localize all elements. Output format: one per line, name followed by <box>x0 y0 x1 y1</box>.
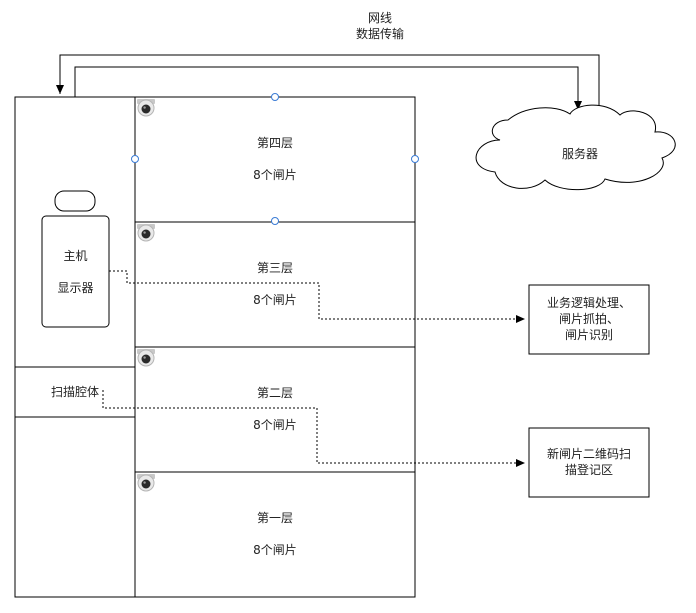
floor-1-count: 8个闸片 <box>253 543 297 557</box>
server-cloud <box>475 104 676 191</box>
scanner-label: 扫描腔体 <box>50 385 99 399</box>
register-line2: 描登记区 <box>564 463 613 477</box>
selection-handle[interactable] <box>271 217 279 225</box>
host-label-line1: 主机 <box>63 249 88 263</box>
floor-3-name: 第三层 <box>256 261 293 275</box>
logic-line1: 业务逻辑处理、 <box>546 296 631 310</box>
network-cable-to-host <box>56 54 600 110</box>
selection-handle[interactable] <box>271 93 279 101</box>
selection-handle[interactable] <box>411 155 419 163</box>
connector-host-to-logic <box>109 270 525 323</box>
camera-icon <box>135 97 157 119</box>
scanner-cavity-box <box>14 366 136 418</box>
register-line1: 新闸片二维码扫 <box>546 447 631 461</box>
network-cable-to-server <box>74 66 582 110</box>
floor-4-count: 8个闸片 <box>253 168 297 182</box>
camera-icon <box>135 222 157 244</box>
logic-box-text: 业务逻辑处理、 闸片抓拍、 闸片识别 <box>529 295 649 343</box>
floor-2-count: 8个闸片 <box>253 418 297 432</box>
cabinet-frame <box>14 96 136 598</box>
connector-scanner-to-register <box>102 390 525 467</box>
camera-icon <box>135 472 157 494</box>
logic-line3: 闸片识别 <box>564 328 613 342</box>
host-label-line2: 显示器 <box>57 281 94 295</box>
network-label-line1: 网线 <box>367 11 392 25</box>
selection-handle[interactable] <box>131 155 139 163</box>
register-box-text: 新闸片二维码扫 描登记区 <box>529 446 649 478</box>
floor-1-name: 第一层 <box>256 511 293 525</box>
host-monitor-box <box>41 215 110 328</box>
floor-4-name: 第四层 <box>256 136 293 150</box>
host-button <box>54 190 96 212</box>
floor-3-count: 8个闸片 <box>253 293 297 307</box>
logic-box <box>528 284 650 355</box>
register-box <box>528 427 650 498</box>
network-label-line2: 数据传输 <box>355 27 404 41</box>
floor-2-name: 第二层 <box>256 386 293 400</box>
logic-line2: 闸片抓拍、 <box>558 312 619 326</box>
camera-icon <box>135 347 157 369</box>
network-label: 网线 数据传输 <box>330 10 430 42</box>
server-label: 服务器 <box>561 147 598 161</box>
